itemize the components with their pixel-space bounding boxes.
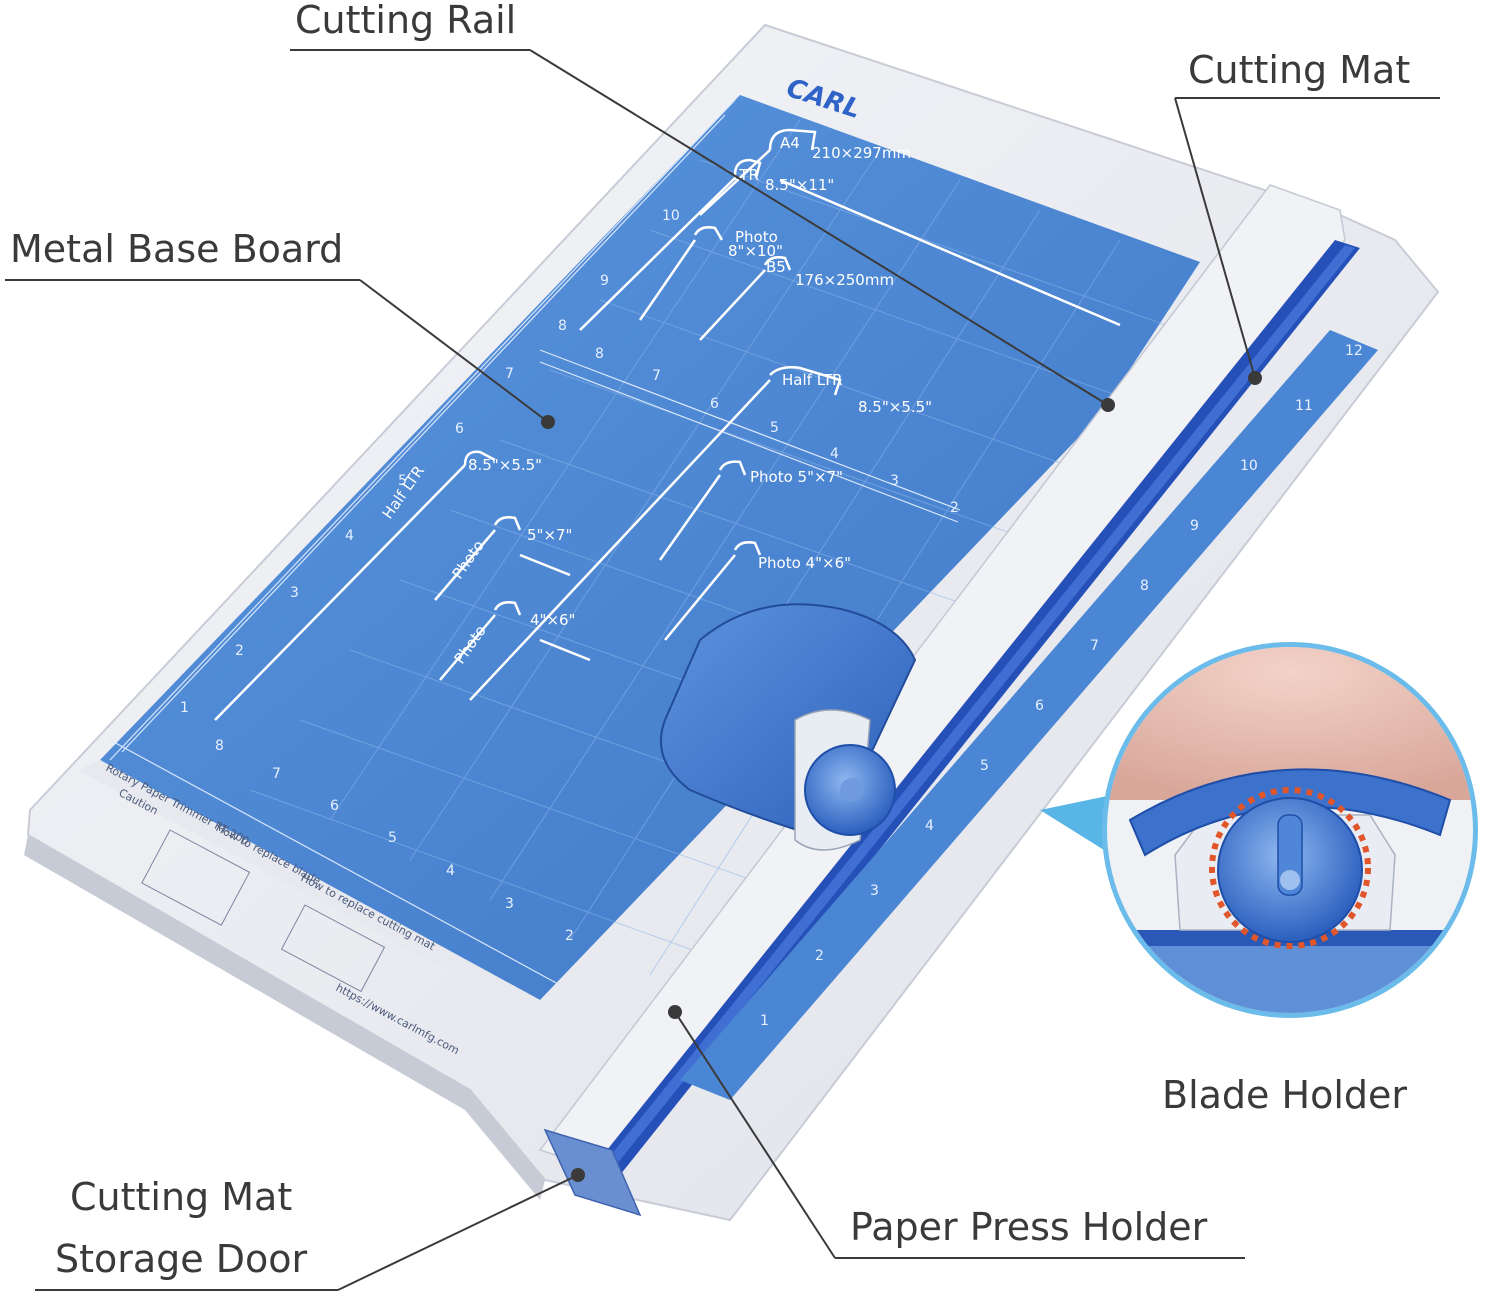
svg-text:7: 7	[272, 766, 281, 782]
magnifier-pointer	[1040, 795, 1120, 860]
left-ruler	[109, 99, 736, 761]
svg-text:7: 7	[1090, 638, 1099, 654]
svg-text:5: 5	[398, 473, 407, 489]
cutting-mat	[680, 330, 1378, 1100]
middle-ruler-numbers: 8 7 6 5 4 3 2	[595, 346, 959, 516]
svg-text:8: 8	[558, 318, 567, 334]
template-b5: B5	[766, 258, 786, 276]
template-photo-4x6-right: Photo 4"×6"	[758, 554, 851, 572]
bottom-ruler	[109, 739, 561, 986]
svg-text:6: 6	[330, 798, 339, 814]
template-photo-5x7-right: Photo 5"×7"	[750, 468, 843, 486]
paper-templates	[214, 128, 1121, 721]
template-photo-5x7-side: 5"×7"	[527, 526, 572, 544]
svg-text:7: 7	[505, 366, 514, 382]
rotary-blade-slider	[659, 603, 917, 851]
svg-text:6: 6	[1035, 698, 1044, 714]
svg-text:2: 2	[235, 643, 244, 659]
svg-text:3: 3	[290, 585, 299, 601]
svg-text:3: 3	[505, 896, 514, 912]
storage-door	[543, 1128, 642, 1217]
cutting-mat-numbers: 12 11 10 9 8 7 6 5 4 3 2 1	[760, 343, 1363, 1029]
svg-text:12: 12	[1345, 343, 1363, 359]
template-ltr: LTR	[733, 166, 759, 184]
svg-text:9: 9	[1190, 518, 1199, 534]
callout-paper-press-holder: Paper Press Holder	[850, 1205, 1208, 1249]
middle-ruler	[539, 349, 961, 523]
template-half-ltr-side-size: 8.5"×5.5"	[468, 456, 542, 474]
svg-text:2: 2	[950, 500, 959, 516]
svg-text:6: 6	[455, 421, 464, 437]
svg-text:10: 10	[662, 208, 680, 224]
svg-text:1: 1	[180, 700, 189, 716]
svg-text:7: 7	[652, 368, 661, 384]
template-a4: A4	[780, 134, 800, 152]
svg-text:11: 11	[1295, 398, 1313, 414]
svg-text:3: 3	[890, 473, 899, 489]
template-photo-8x10-b: 8"×10"	[728, 242, 783, 260]
callout-metal-base-board: Metal Base Board	[10, 227, 343, 271]
svg-text:4: 4	[830, 446, 839, 462]
template-a4-size: 210×297mm	[812, 144, 911, 162]
svg-text:6: 6	[710, 396, 719, 412]
template-half-ltr: Half LTR	[782, 371, 843, 389]
callout-storage-door-line2: Storage Door	[55, 1237, 308, 1281]
svg-text:5: 5	[388, 830, 397, 846]
template-photo-8x10-a: Photo	[735, 228, 778, 246]
svg-text:10: 10	[1240, 458, 1258, 474]
svg-text:5: 5	[980, 758, 989, 774]
svg-text:1: 1	[760, 1013, 769, 1029]
bottom-ruler-numbers: 8 7 6 5 4 3 2	[215, 738, 574, 944]
left-ruler-numbers: 10 9 8 7 6 5 4 3 2 1	[180, 208, 680, 716]
svg-text:9: 9	[600, 273, 609, 289]
callout-cutting-mat: Cutting Mat	[1188, 48, 1410, 92]
callouts: Cutting Rail Cutting Mat Metal Base Boar…	[5, 0, 1440, 1291]
template-ltr-size: 8.5"×11"	[765, 176, 834, 194]
callout-cutting-rail: Cutting Rail	[295, 0, 516, 42]
svg-text:8: 8	[1140, 578, 1149, 594]
callout-blade-holder: Blade Holder	[1162, 1073, 1407, 1117]
template-half-ltr-size: 8.5"×5.5"	[858, 398, 932, 416]
svg-text:3: 3	[870, 883, 879, 899]
svg-text:2: 2	[565, 928, 574, 944]
template-photo-4x6-side: 4"×6"	[530, 611, 575, 629]
svg-text:8: 8	[215, 738, 224, 754]
svg-text:4: 4	[345, 528, 354, 544]
svg-text:2: 2	[815, 948, 824, 964]
svg-text:8: 8	[595, 346, 604, 362]
metal-base-board	[100, 95, 1200, 1000]
template-b5-size: 176×250mm	[795, 271, 894, 289]
svg-text:5: 5	[770, 420, 779, 436]
svg-text:4: 4	[446, 863, 455, 879]
callout-storage-door-line1: Cutting Mat	[70, 1175, 292, 1219]
trimmer-body: 10 9 8 7 6 5 4 3 2 1 8 7 6 5 4 3 2	[24, 23, 1440, 1222]
svg-text:4: 4	[925, 818, 934, 834]
